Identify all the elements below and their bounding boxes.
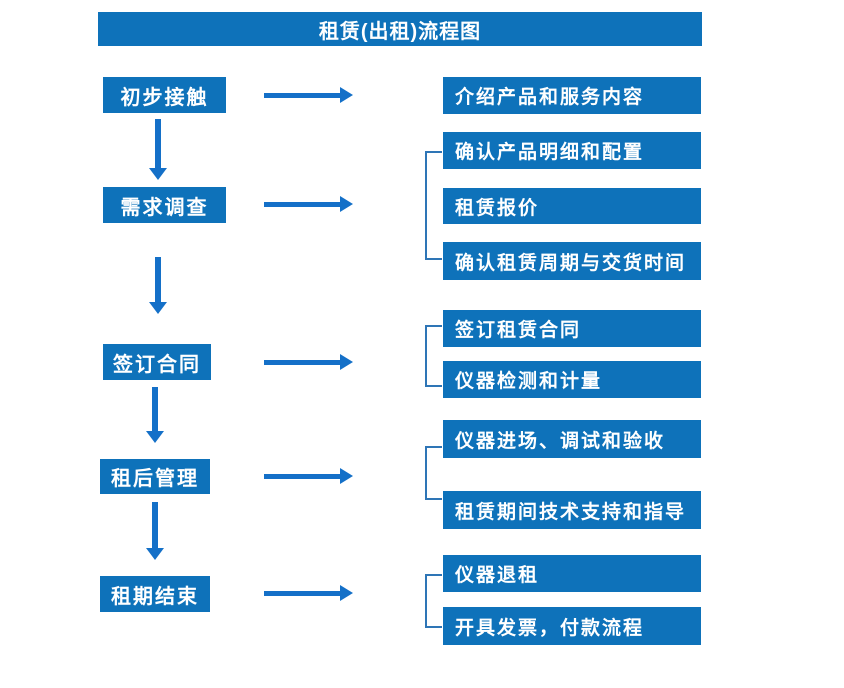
detail-box-introduce-products: 介绍产品和服务内容 (443, 77, 701, 114)
bracket-group-demand-survey (425, 151, 442, 260)
detail-box-instrument-return: 仪器退租 (443, 555, 701, 592)
detail-box-rental-quote: 租赁报价 (443, 188, 701, 224)
arrow-head (146, 548, 164, 560)
arrow-head (340, 468, 353, 484)
arrow-head (149, 302, 167, 314)
arrow-right-icon-2 (264, 196, 353, 212)
arrow-down-icon-2 (149, 257, 167, 314)
arrow-shaft (264, 473, 340, 479)
detail-box-confirm-product-config: 确认产品明细和配置 (443, 132, 701, 169)
arrow-head (340, 354, 353, 370)
arrow-shaft (152, 502, 158, 549)
arrow-shaft (264, 201, 340, 207)
arrow-down-icon-4 (146, 502, 164, 560)
arrow-head (149, 168, 167, 180)
arrow-shaft (264, 590, 340, 596)
arrow-shaft (264, 359, 340, 365)
step-box-rental-end: 租期结束 (100, 576, 210, 612)
step-box-initial-contact: 初步接触 (103, 77, 226, 113)
step-box-post-rental-management: 租后管理 (100, 459, 210, 494)
arrow-head (340, 585, 353, 601)
detail-box-technical-support: 租赁期间技术支持和指导 (443, 491, 701, 529)
arrow-shaft (155, 119, 161, 169)
arrow-down-icon-3 (146, 387, 164, 443)
arrow-right-icon-3 (264, 354, 353, 370)
detail-box-instrument-testing: 仪器检测和计量 (443, 361, 701, 398)
detail-box-sign-rental-contract: 签订租赁合同 (443, 310, 701, 347)
arrow-right-icon-4 (264, 468, 353, 484)
arrow-shaft (155, 257, 161, 303)
step-box-demand-survey: 需求调查 (103, 187, 226, 223)
arrow-right-icon-5 (264, 585, 353, 601)
arrow-head (340, 87, 353, 103)
bracket-group-post-rental (425, 446, 442, 500)
flowchart-title: 租赁(出租)流程图 (98, 12, 702, 46)
arrow-shaft (152, 387, 158, 432)
detail-box-instrument-setup-acceptance: 仪器进场、调试和验收 (443, 420, 701, 458)
step-box-sign-contract: 签订合同 (103, 344, 211, 380)
arrow-head (146, 431, 164, 443)
arrow-shaft (264, 92, 340, 98)
bracket-group-rental-end (425, 574, 442, 628)
detail-box-confirm-period-delivery: 确认租赁周期与交货时间 (443, 242, 701, 280)
arrow-head (340, 196, 353, 212)
arrow-down-icon-1 (149, 119, 167, 180)
bracket-group-sign-contract (425, 325, 442, 387)
detail-box-invoice-payment: 开具发票，付款流程 (443, 607, 701, 645)
arrow-right-icon-1 (264, 87, 353, 103)
